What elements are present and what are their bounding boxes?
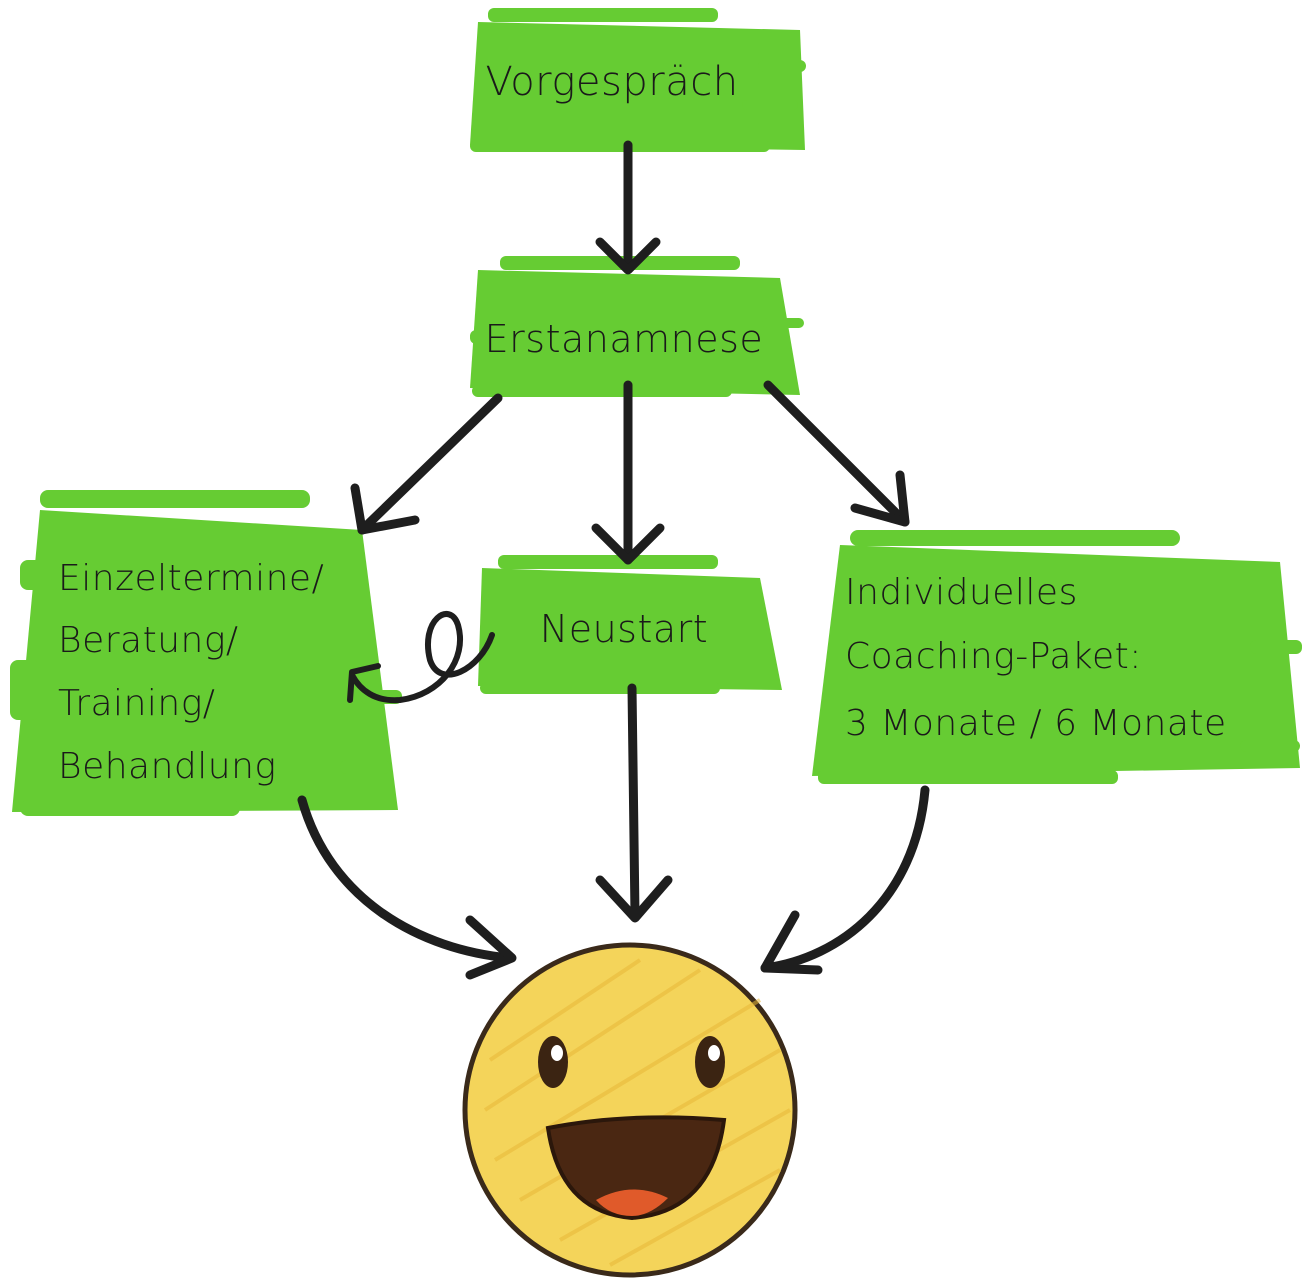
smiley-mouth	[545, 1115, 727, 1221]
einzeltermine-line-1: Einzeltermine/	[58, 558, 324, 599]
node-label-vorgespraech: Vorgespräch	[485, 59, 738, 105]
coaching-line-2: Coaching-Paket:	[845, 636, 1142, 677]
coaching-line-3: 3 Monate / 6 Monate	[845, 703, 1227, 744]
green-brush-box	[478, 555, 782, 694]
green-brush-box	[470, 8, 806, 152]
arrow-coaching-to-result	[760, 785, 930, 975]
smiley-left-eye	[538, 1036, 568, 1088]
arrow-neustart-loop-to-einzeltermine	[347, 611, 495, 704]
smiley-face-icon	[462, 942, 798, 1278]
node-einzeltermine: Einzeltermine/ Beratung/ Training/ Behan…	[10, 490, 402, 816]
smiley-right-eye	[695, 1036, 725, 1088]
node-vorgespraech: Vorgespräch	[470, 8, 806, 152]
green-brush-box	[10, 490, 402, 816]
node-label-einzeltermine: Einzeltermine/ Beratung/ Training/ Behan…	[58, 558, 336, 787]
arrow-erstanamnese-to-einzeltermine	[350, 393, 503, 535]
node-neustart: Neustart	[478, 555, 782, 694]
smiley-tongue	[596, 1189, 668, 1216]
node-label-neustart: Neustart	[540, 607, 708, 651]
node-erstanamnese: Erstanamnese	[470, 256, 804, 397]
node-coaching: Individuelles Coaching-Paket: 3 Monate /…	[812, 530, 1302, 784]
einzeltermine-line-3: Training/	[58, 683, 215, 724]
einzeltermine-line-4: Behandlung	[58, 746, 277, 787]
green-brush-box	[812, 530, 1302, 784]
node-label-erstanamnese: Erstanamnese	[485, 317, 764, 361]
arrow-erstanamnese-to-coaching	[763, 380, 910, 527]
coaching-line-1: Individuelles	[845, 572, 1078, 613]
arrow-einzeltermine-to-result	[297, 795, 517, 980]
arrow-erstanamnese-to-neustart	[591, 380, 665, 565]
arrow-vorgespraech-to-erstanamnese	[595, 140, 661, 275]
arrow-neustart-to-result	[595, 683, 673, 923]
smiley-face	[462, 942, 798, 1278]
einzeltermine-line-2: Beratung/	[58, 620, 239, 661]
node-label-coaching: Individuelles Coaching-Paket: 3 Monate /…	[845, 572, 1227, 744]
